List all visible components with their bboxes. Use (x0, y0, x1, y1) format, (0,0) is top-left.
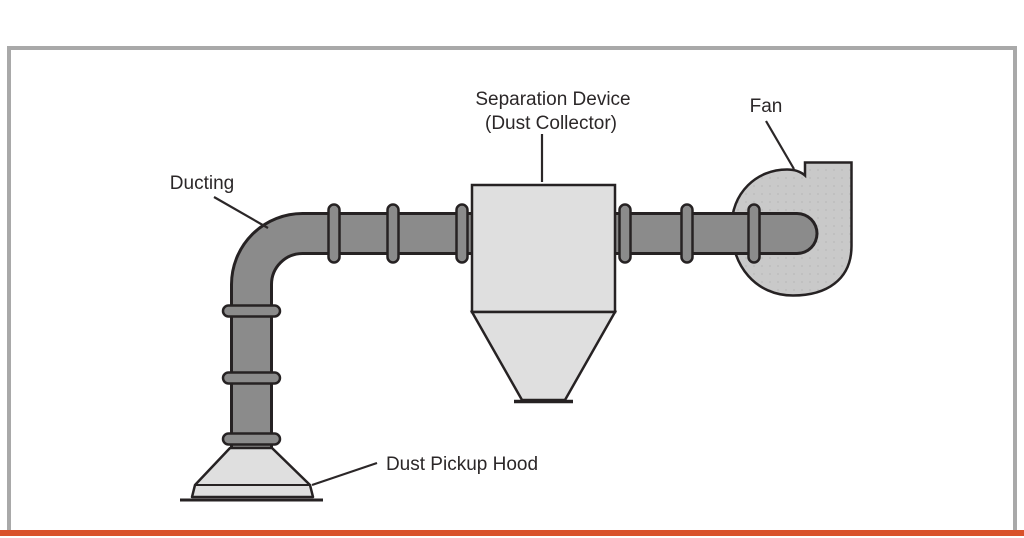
duct-flange (327, 203, 341, 264)
duct-flange (386, 203, 400, 264)
separation-device-label-line1: Separation Device (475, 89, 630, 110)
pickup-hood-shape (190, 446, 315, 499)
duct-flange (747, 203, 761, 264)
ducting-leader-line (213, 196, 269, 229)
ducting-label: Ducting (170, 173, 234, 194)
duct-flange (221, 304, 282, 318)
duct-flange (680, 203, 694, 264)
duct-flange (221, 432, 282, 446)
dust-collector-hopper (469, 310, 618, 402)
fan-label: Fan (750, 96, 783, 117)
duct-flange (455, 203, 469, 264)
horizontal-duct-flanges (327, 203, 761, 264)
duct-fill-path (233, 215, 816, 474)
dust-pickup-hood-label: Dust Pickup Hood (386, 454, 538, 475)
vertical-duct-flanges (221, 304, 282, 446)
duct-flange (221, 371, 282, 385)
accent-bar (0, 530, 1024, 536)
dust-collector-box (470, 183, 617, 314)
duct-flange (618, 203, 632, 264)
separation-device-label-line2: (Dust Collector) (485, 113, 617, 134)
fan-leader-line (765, 120, 795, 170)
hood-leader-line (311, 461, 378, 487)
